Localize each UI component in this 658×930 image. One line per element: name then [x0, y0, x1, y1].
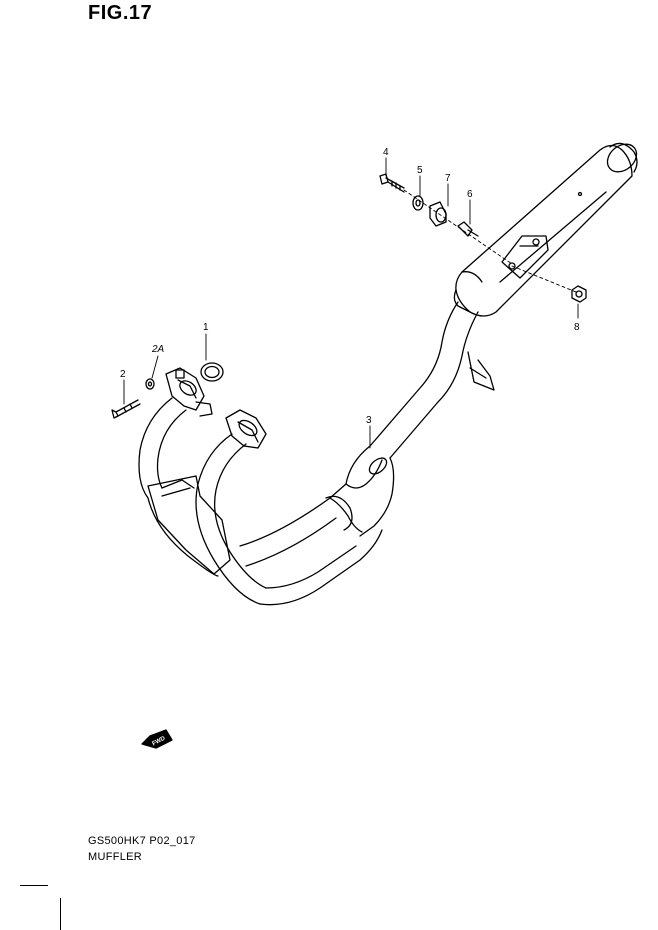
callout-6: 6 [467, 189, 473, 200]
callout-3: 3 [366, 415, 372, 426]
callout-8: 8 [574, 322, 580, 333]
muffler-body [453, 142, 638, 317]
callout-4: 4 [383, 147, 389, 158]
exhaust-flange-rear [165, 367, 213, 417]
rubber-bushing [429, 201, 447, 227]
callout-7: 7 [445, 173, 451, 184]
crop-mark-horizontal [20, 885, 48, 886]
muffler-bolt [379, 173, 405, 193]
callout-1: 1 [203, 322, 209, 333]
mount-washer [412, 195, 424, 211]
leader-lines [123, 157, 579, 449]
spacer-collar [457, 221, 479, 237]
callout-2a: 2A [151, 344, 165, 355]
flange-bolt [111, 399, 141, 419]
callout-5: 5 [417, 165, 423, 176]
washer-2a [145, 378, 155, 390]
crop-mark-vertical [60, 898, 61, 930]
figure-name: MUFFLER [88, 851, 143, 863]
gasket-ring [200, 362, 224, 382]
link-pipe [369, 301, 495, 459]
forward-arrow-icon [141, 729, 173, 749]
figure-title: FIG.17 [88, 2, 153, 24]
exhaust-header-pipes [138, 397, 383, 606]
figure-code: GS500HK7 P02_017 [88, 835, 196, 847]
exhaust-flange-front [225, 409, 267, 449]
muffler-nut [571, 285, 587, 303]
collector-junction [329, 445, 395, 537]
callout-2: 2 [120, 369, 126, 380]
alignment-lines [403, 189, 577, 293]
